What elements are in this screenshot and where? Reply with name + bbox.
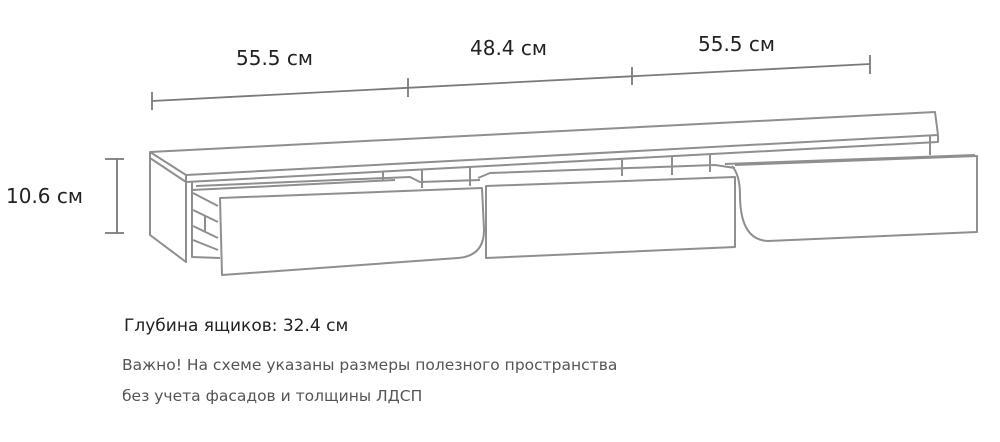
height-label: 10.6 см xyxy=(6,184,83,208)
width-right-label: 55.5 см xyxy=(698,32,775,56)
cabinet-body xyxy=(149,111,939,263)
middle-drawer xyxy=(477,164,736,259)
note-line-1: Важно! На схеме указаны размеры полезног… xyxy=(122,356,618,374)
width-dimension-line xyxy=(151,55,871,110)
height-dimension-line xyxy=(105,158,124,234)
width-left-label: 55.5 см xyxy=(236,46,313,70)
drawer-depth-caption: Глубина ящиков: 32.4 см xyxy=(124,316,349,336)
right-drawer xyxy=(724,154,978,242)
left-drawer xyxy=(192,176,485,276)
width-middle-label: 48.4 см xyxy=(470,36,547,60)
note-line-2: без учета фасадов и толщины ЛДСП xyxy=(122,387,423,405)
